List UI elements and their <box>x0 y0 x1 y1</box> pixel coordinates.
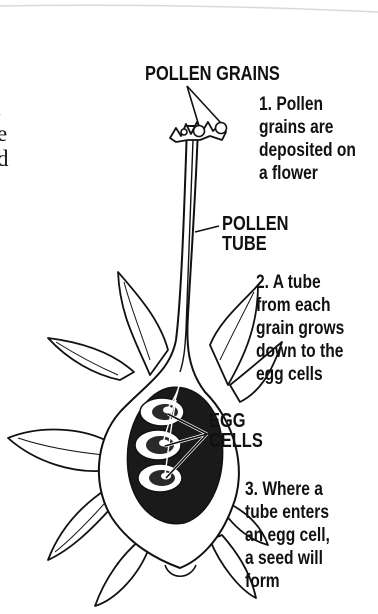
pollen-tube-label-line2: TUBE <box>222 234 267 254</box>
egg-cells-label-line1: EGG <box>209 411 245 431</box>
pollen-grains-label: POLLEN GRAINS <box>145 64 280 84</box>
egg-cells-label-line2: CELLS <box>209 431 263 451</box>
step-3-line: form <box>245 570 280 593</box>
petal-lower-left <box>8 430 110 472</box>
step-2-line: down to the <box>256 340 343 363</box>
step-1-line: deposited on <box>259 139 356 162</box>
step-3-line: an egg cell, <box>245 524 330 547</box>
scan-edge <box>0 5 378 12</box>
pollen-grain-pointers <box>187 86 221 126</box>
step-3-line: a seed will <box>245 547 323 570</box>
petal-bottom-left <box>95 540 150 606</box>
step-2-line: grain grows <box>256 317 344 340</box>
petal-left <box>48 338 134 380</box>
pollen-grain-2 <box>216 123 227 134</box>
egg-cell-2 <box>135 430 181 460</box>
pollen-tube-pointer <box>195 226 219 232</box>
left-edge-text-1: . <box>0 96 2 121</box>
step-3-line: tube enters <box>245 501 329 524</box>
step-2-line: egg cells <box>256 363 323 386</box>
pollen-grain-3 <box>181 129 187 135</box>
step-1-line: grains are <box>259 116 333 139</box>
left-edge-text-2: e <box>0 121 7 146</box>
step-1-line: a flower <box>259 162 318 185</box>
step-1-line: 1. Pollen <box>259 93 323 116</box>
step-3-line: 3. Where a <box>245 478 323 501</box>
egg-cell-1 <box>140 398 184 426</box>
left-edge-text-3: d <box>0 146 9 171</box>
pollen-tube-label-line1: POLLEN <box>222 214 289 234</box>
step-2-line: from each <box>256 294 330 317</box>
pollen-grain-1 <box>194 126 205 137</box>
step-2-line: 2. A tube <box>256 271 321 294</box>
